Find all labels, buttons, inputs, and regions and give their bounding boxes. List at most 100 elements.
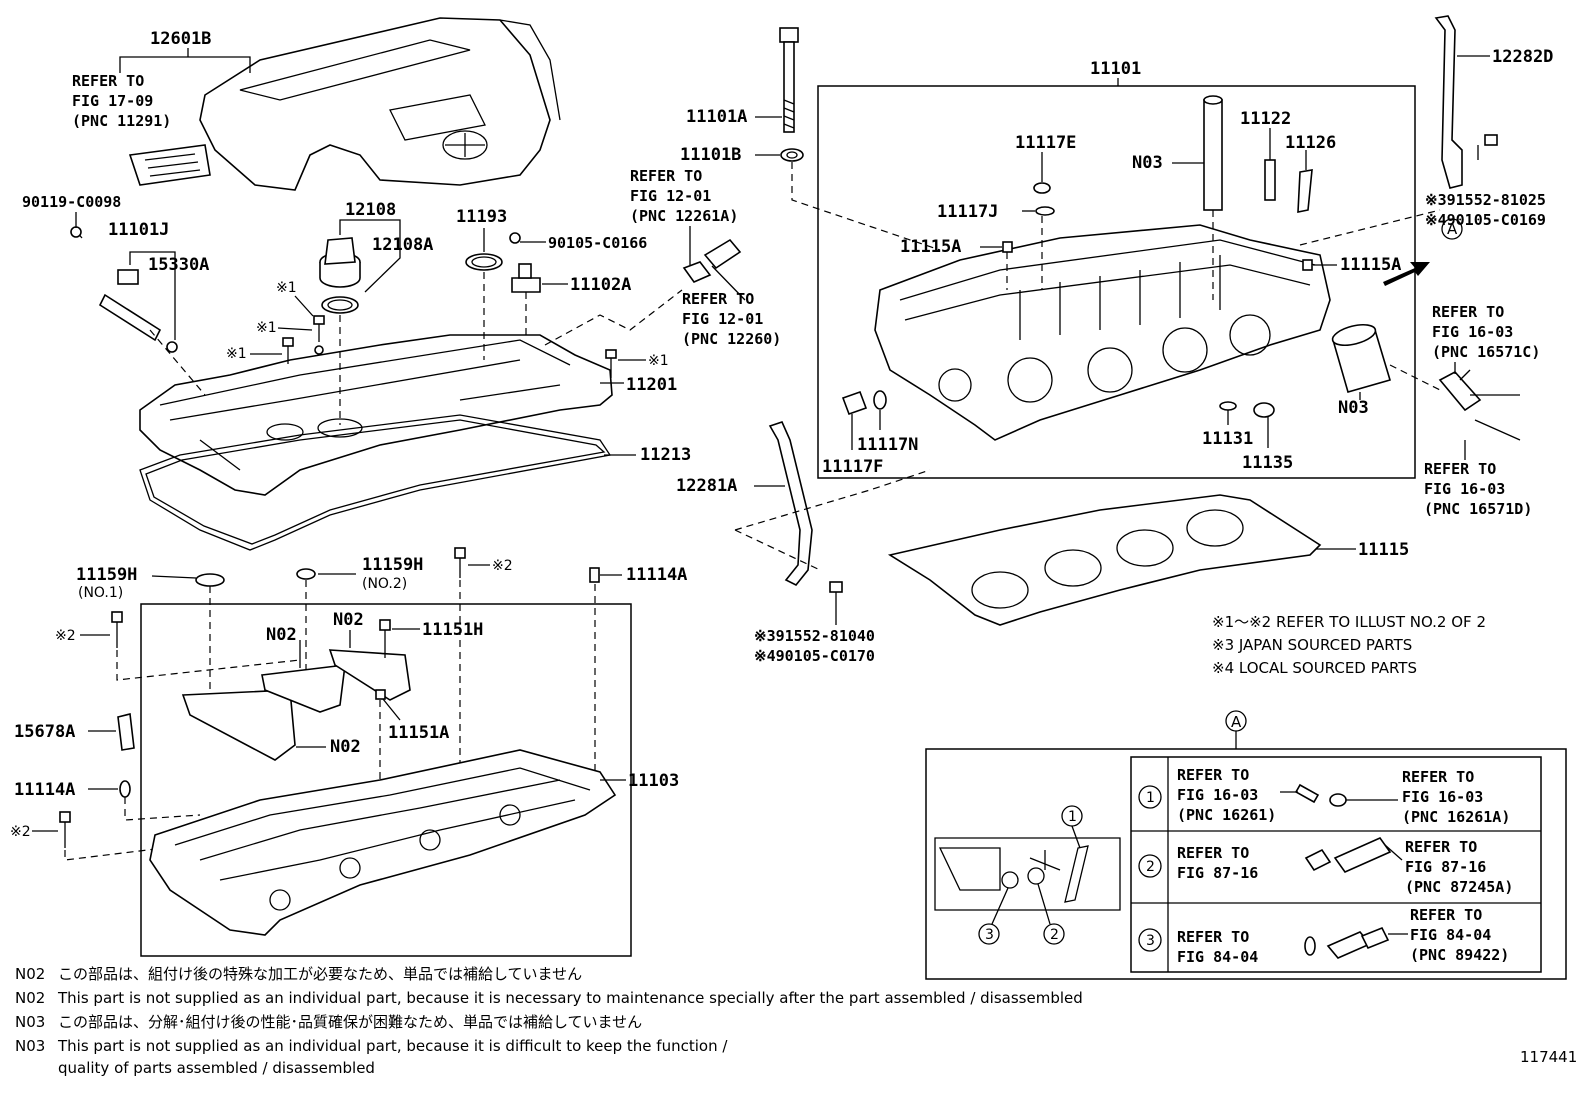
label-11159h-no1-note: (NO.1)	[78, 585, 123, 601]
engine-hanger-12281a-drawing	[768, 421, 813, 587]
cam-sensor-drawing	[509, 232, 541, 293]
head-bolt-drawing	[779, 27, 804, 162]
label-11117f: 11117F	[822, 457, 883, 477]
label-490105-c0169: ※490105-C0169	[1425, 211, 1546, 229]
label-11151a: 11151A	[388, 723, 449, 743]
label-circle-a-detail: A	[1231, 713, 1242, 731]
legend-line-3: ※4 LOCAL SOURCED PARTS	[1212, 659, 1417, 677]
ref-fig-12-01a-c: (PNC 12261A)	[630, 207, 738, 225]
ref-fig-12-01-c: (PNC 12260)	[682, 330, 781, 348]
detail-row-1-left-a: REFER TO	[1177, 766, 1249, 784]
label-12601b: 12601B	[150, 29, 211, 49]
coolant-hose-drawing	[1438, 369, 1521, 441]
detail-callout-3: 3	[985, 927, 994, 943]
label-11151h: 11151H	[422, 620, 483, 640]
label-11159h-no2-note: (NO.2)	[362, 576, 407, 592]
label-n03-right: N03	[1338, 398, 1369, 418]
label-90119-c0098: 90119-C0098	[22, 193, 121, 211]
cylinder-head-cover-drawing	[139, 334, 613, 496]
detail-row-2-left-b: FIG 87-16	[1177, 864, 1258, 882]
detail-row-1-left-c: (PNC 16261)	[1177, 806, 1276, 824]
label-11101: 11101	[1090, 59, 1141, 79]
detail-row-3-right-b: FIG 84-04	[1410, 926, 1491, 944]
label-12281a: 12281A	[676, 476, 737, 496]
label-n02-b: N02	[333, 610, 364, 630]
label-11114a-left: 11114A	[14, 780, 75, 800]
label-11126: 11126	[1285, 133, 1336, 153]
detail-row-3-right-c: (PNC 89422)	[1410, 946, 1509, 964]
detail-row-1-right-c: (PNC 16261A)	[1402, 808, 1510, 826]
label-11117e: 11117E	[1015, 133, 1076, 153]
detail-row-1-right-a: REFER TO	[1402, 768, 1474, 786]
detail-row-1-num: 1	[1146, 790, 1155, 806]
washer-no2-drawing	[296, 568, 316, 580]
label-12282d: 12282D	[1492, 47, 1553, 67]
ref-fig-17-09-c: (PNC 11291)	[72, 112, 171, 130]
label-11117n: 11117N	[857, 435, 918, 455]
note-4-text: This part is not supplied as an individu…	[57, 1037, 728, 1055]
bearing-caps-drawing	[181, 649, 411, 761]
oil-filler-cap-drawing	[319, 237, 361, 314]
detail-callout-2: 2	[1050, 927, 1059, 943]
ref-fig-17-09-b: FIG 17-09	[72, 92, 153, 110]
ref-fig-12-01-a: REFER TO	[682, 290, 754, 308]
valve-guide-2-drawing	[1297, 169, 1313, 213]
ref-fig-12-01-b: FIG 12-01	[682, 310, 763, 328]
detail-row-1-right-b: FIG 16-03	[1402, 788, 1483, 806]
ref-fig-16-03c-a: REFER TO	[1432, 303, 1504, 321]
camshaft-housing-box	[140, 603, 632, 957]
label-n02-a: N02	[266, 625, 297, 645]
note-2-code: N02	[15, 989, 45, 1007]
plug-11117f-drawing	[841, 390, 868, 416]
detail-row-1-left-b: FIG 16-03	[1177, 786, 1258, 804]
n03-tube-drawing	[1203, 99, 1223, 211]
detail-row-2-right-c: (PNC 87245A)	[1405, 878, 1513, 896]
label-11115a-left: 11115A	[900, 237, 961, 257]
label-n03-top: N03	[1132, 153, 1163, 173]
detail-row-2-num: 2	[1146, 859, 1155, 875]
label-ast1-b: ※1	[256, 320, 277, 336]
head-cover-gasket-drawing	[139, 414, 612, 551]
note-3-text: この部品は、分解･組付け後の性能･品質確保が困難なため、単品では補給していません	[58, 1013, 642, 1031]
ref-fig-16-03c-c: (PNC 16571C)	[1432, 343, 1540, 361]
ref-fig-16-03d-b: FIG 16-03	[1424, 480, 1505, 498]
label-ast2-top: ※2	[492, 558, 513, 574]
label-ast1-c: ※1	[226, 346, 247, 362]
valve-guide-drawing	[1264, 159, 1276, 201]
note-4-code: N03	[15, 1037, 45, 1055]
label-11159h-no1: 11159H	[76, 565, 137, 585]
legend-line-1: ※1～※2 REFER TO ILLUST NO.2 OF 2	[1212, 613, 1486, 631]
label-11131: 11131	[1202, 429, 1253, 449]
detail-row-2-right-a: REFER TO	[1405, 838, 1477, 856]
view-a-table	[1130, 756, 1542, 973]
label-11101b: 11101B	[680, 145, 741, 165]
label-n02-c: N02	[330, 737, 361, 757]
ref-fig-16-03d-c: (PNC 16571D)	[1424, 500, 1532, 518]
view-a-arrow	[1383, 262, 1430, 286]
ref-fig-12-01a-b: FIG 12-01	[630, 187, 711, 205]
seal-11117e-drawing	[1033, 182, 1051, 194]
hose-clamp-drawing	[682, 238, 746, 301]
note-2-text: This part is not supplied as an individu…	[57, 989, 1083, 1007]
label-12108a: 12108A	[372, 235, 433, 255]
ref-fig-12-01a-a: REFER TO	[630, 167, 702, 185]
circle-a	[1441, 218, 1463, 240]
label-11193: 11193	[456, 207, 507, 227]
engine-cover-drawing	[199, 17, 561, 191]
label-11122: 11122	[1240, 109, 1291, 129]
label-490105-c0170: ※490105-C0170	[754, 647, 875, 665]
note-1-text: この部品は、組付け後の特殊な加工が必要なため、単品では補給していません	[58, 965, 582, 983]
label-circle-a: A	[1447, 220, 1458, 238]
label-11101a: 11101A	[686, 107, 747, 127]
bolts-ast1	[282, 315, 617, 378]
detail-row-2-right-b: FIG 87-16	[1405, 858, 1486, 876]
oil-control-valve-drawing	[70, 226, 178, 353]
label-11103: 11103	[628, 771, 679, 791]
engine-hanger-12282d-drawing	[1434, 15, 1463, 189]
plug-15678a-drawing	[117, 713, 135, 751]
figure-number: 117441	[1520, 1048, 1577, 1066]
camshaft-housing-drawing	[149, 749, 617, 936]
note-5-text: quality of parts assembled / disassemble…	[58, 1059, 375, 1077]
label-11115: 11115	[1358, 540, 1409, 560]
